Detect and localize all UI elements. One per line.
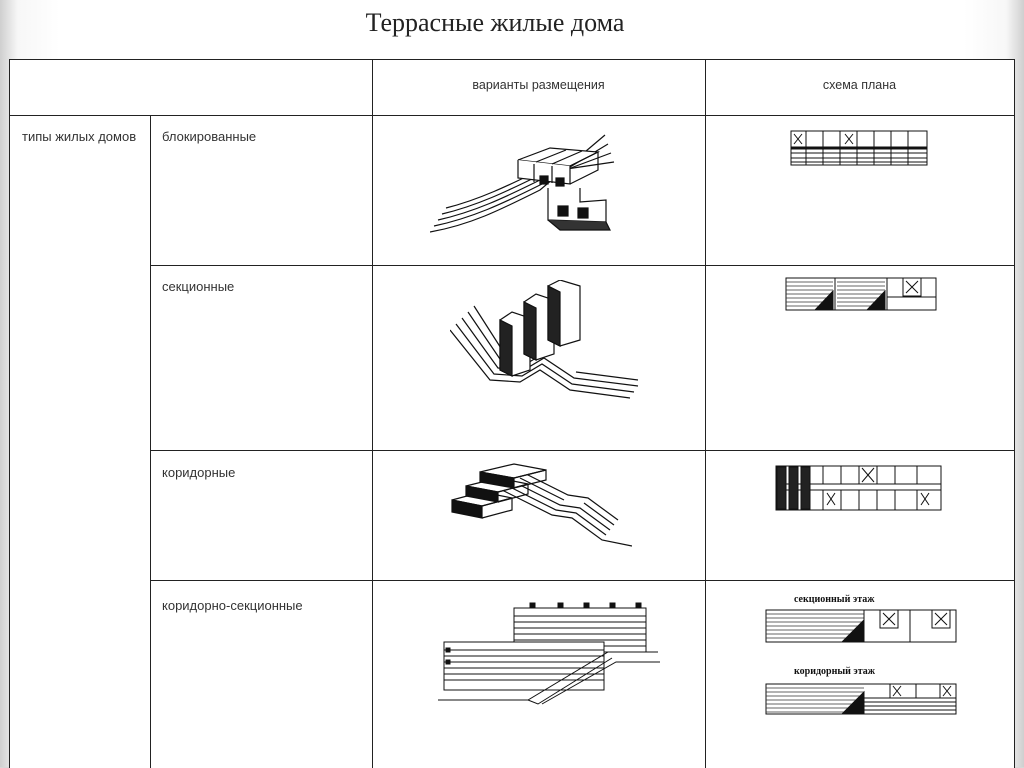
header-plan: схема плана bbox=[822, 78, 897, 92]
column-divider-2 bbox=[705, 60, 706, 768]
blocked-plan-scheme bbox=[790, 130, 928, 166]
corridor-plan-scheme bbox=[775, 465, 942, 511]
corridor-sectional-plan-scheme: секционный этаж коридорный этаж bbox=[765, 594, 957, 715]
blocked-placement-drawing bbox=[430, 134, 615, 233]
row-divider-3 bbox=[150, 580, 1014, 581]
column-divider-0 bbox=[150, 115, 151, 768]
plan-label-section-floor: секционный этаж bbox=[794, 594, 875, 605]
group-label: типы жилых домов bbox=[22, 129, 137, 144]
row-divider-2 bbox=[150, 450, 1014, 451]
sectional-placement-drawing bbox=[450, 280, 639, 399]
row-type-blocked: блокированные bbox=[162, 129, 257, 144]
row-type-sectional: секционные bbox=[162, 279, 235, 294]
column-divider-1 bbox=[372, 60, 373, 768]
row-type-corridor-sectional: коридорно-секционные bbox=[162, 598, 303, 613]
sectional-plan-scheme bbox=[785, 277, 937, 311]
slide-title: Террасные жилые дома bbox=[365, 8, 625, 37]
header-divider bbox=[10, 115, 1014, 116]
row-divider-1 bbox=[150, 265, 1014, 266]
housing-types-table: варианты размещения схема плана типы жил… bbox=[9, 59, 1015, 768]
corridor-sectional-placement-drawing bbox=[438, 602, 660, 705]
header-placement: варианты размещения bbox=[472, 78, 605, 92]
plan-label-corridor-floor: коридорный этаж bbox=[794, 666, 876, 677]
row-type-corridor: коридорные bbox=[162, 465, 236, 480]
corridor-placement-drawing bbox=[451, 463, 632, 547]
